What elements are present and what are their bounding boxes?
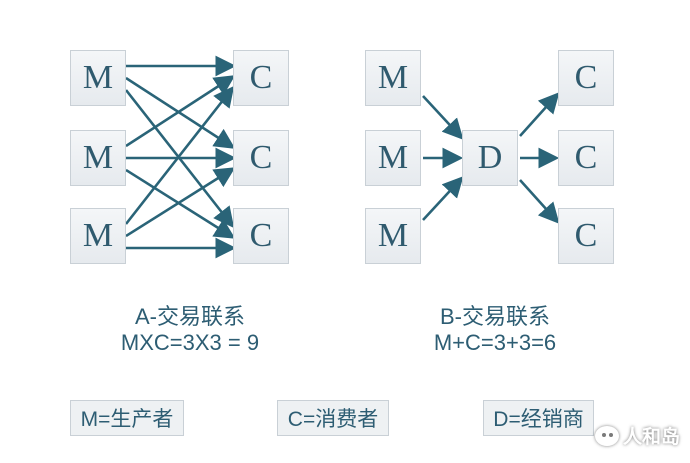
diagram-a-consumer-1: C [233, 50, 289, 106]
diagram-b-consumer-3: C [558, 208, 614, 264]
diagram-a-producer-3: M [70, 208, 126, 264]
watermark-text: 人和岛 [622, 427, 680, 448]
watermark: 人和岛 [594, 422, 680, 449]
diagram-a-consumer-2: C [233, 130, 289, 186]
legend-producer: M=生产者 [70, 400, 184, 436]
diagram-a-consumer-3: C [233, 208, 289, 264]
diagram-a-caption-formula: MXC=3X3 = 9 [120, 330, 260, 355]
diagram-a-caption-title: A-交易联系 [134, 304, 245, 329]
diagram-a-producer-2: M [70, 130, 126, 186]
diagram-a-producer-1: M [70, 50, 126, 106]
legend-dealer: D=经销商 [483, 400, 594, 436]
arrow-m1-to-d [422, 95, 464, 140]
diagram-b-producer-3: M [365, 208, 421, 264]
legend-consumer: C=消费者 [277, 400, 389, 436]
diagram-b-caption: B-交易联系 M+C=3+3=6 [395, 304, 595, 356]
diagram-b-consumer-1: C [558, 50, 614, 106]
diagram-b-dealer: D [462, 130, 518, 186]
wechat-icon [594, 425, 619, 446]
diagram-b-consumer-2: C [558, 130, 614, 186]
diagram-b-arrows [422, 92, 560, 224]
diagram-b-caption-title: B-交易联系 [439, 304, 550, 329]
diagram-b-caption-formula: M+C=3+3=6 [433, 330, 557, 355]
arrow-m3-to-c2 [125, 167, 236, 238]
diagram-b-producer-1: M [365, 50, 421, 106]
arrow-d-to-c3 [519, 179, 560, 224]
diagram-a-arrows [124, 55, 237, 259]
diagram-b-producer-2: M [365, 130, 421, 186]
arrow-m3-to-d [422, 176, 464, 221]
diagram-a-caption: A-交易联系 MXC=3X3 = 9 [90, 304, 290, 356]
arrow-m3-to-c1 [124, 85, 235, 225]
arrow-d-to-c1 [519, 92, 560, 137]
